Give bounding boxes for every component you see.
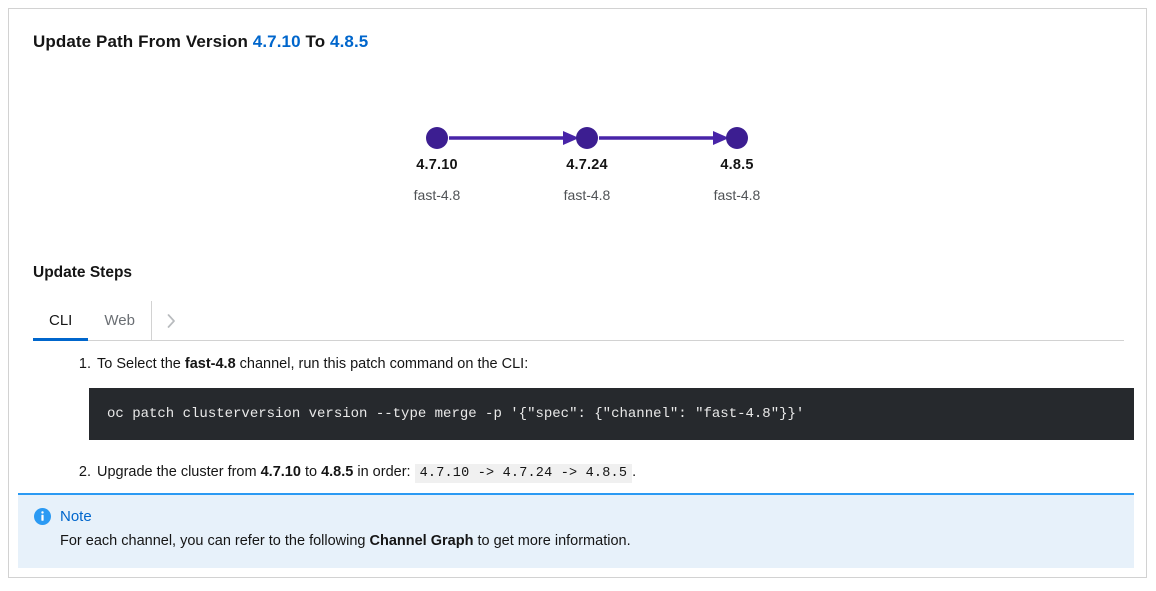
tab-web[interactable]: Web: [88, 301, 151, 340]
update-path-graph: 4.7.10 fast-4.8 4.7.24 fast-4.8 4.8.5 fa…: [9, 109, 1148, 219]
note-link-text: Channel Graph: [369, 533, 474, 549]
step-2-number: 2.: [78, 464, 91, 481]
chevron-right-icon: [168, 313, 176, 328]
step-2-from-version: 4.7.10: [260, 464, 301, 481]
graph-node-4710[interactable]: [426, 127, 448, 149]
tab-cli[interactable]: CLI: [33, 301, 89, 341]
graph-node-485[interactable]: [726, 127, 748, 149]
graph-node-4724[interactable]: [576, 127, 598, 149]
graph-nodes: [426, 127, 748, 149]
tab-scroll-right-button[interactable]: [152, 301, 192, 340]
page-title: Update Path From Version 4.7.10 To 4.8.5: [33, 32, 368, 52]
step-2-to-version: 4.8.5: [321, 464, 354, 481]
note-title: Note: [60, 508, 92, 525]
page-title-middle: To: [305, 32, 326, 51]
update-steps-heading: Update Steps: [33, 264, 133, 281]
note-body: For each channel, you can refer to the f…: [60, 531, 1118, 553]
page-title-from-version: 4.7.10: [252, 32, 301, 51]
update-path-card: Update Path From Version 4.7.10 To 4.8.5: [8, 8, 1147, 578]
tab-divider: [150, 301, 152, 340]
step-1-channel: fast-4.8: [184, 356, 236, 372]
step-2-text-end: .: [632, 464, 637, 481]
step-1-text-before: To Select the: [97, 356, 185, 372]
step-2-text: Upgrade the cluster from 4.7.10 to 4.8.5…: [97, 462, 1134, 484]
note-body-after: to get more information.: [473, 533, 631, 549]
note-header: Note: [34, 508, 1118, 525]
step-1-code-block[interactable]: oc patch clusterversion version --type m…: [89, 387, 1134, 441]
arrowhead-icon-2: [713, 131, 729, 145]
step-1-text-after: channel, run this patch command on the C…: [235, 356, 529, 372]
step-2-text-middle: to: [300, 464, 322, 481]
note-alert: Note For each channel, you can refer to …: [18, 493, 1134, 568]
step-2-text-before: Upgrade the cluster from: [97, 464, 261, 481]
step-2-order-code: 4.7.10 -> 4.7.24 -> 4.8.5: [414, 464, 633, 484]
step-1-number: 1.: [78, 356, 91, 372]
step-2: 2. Upgrade the cluster from 4.7.10 to 4.…: [33, 462, 1134, 484]
update-path-graph-svg: [426, 127, 748, 149]
update-steps-tabs: CLI Web: [33, 301, 1124, 341]
arrowhead-icon-1: [563, 131, 579, 145]
graph-edges: [449, 131, 729, 145]
update-steps-list: 1. To Select the fast-4.8 channel, run t…: [33, 354, 1134, 484]
step-1: 1. To Select the fast-4.8 channel, run t…: [33, 354, 1134, 441]
step-1-text: To Select the fast-4.8 channel, run this…: [97, 354, 1134, 376]
page-title-prefix: Update Path From Version: [33, 32, 248, 51]
note-body-before: For each channel, you can refer to the f…: [60, 533, 370, 549]
page-title-to-version: 4.8.5: [330, 32, 369, 51]
info-circle-icon: [34, 508, 51, 525]
step-2-text-order: in order:: [353, 464, 415, 481]
